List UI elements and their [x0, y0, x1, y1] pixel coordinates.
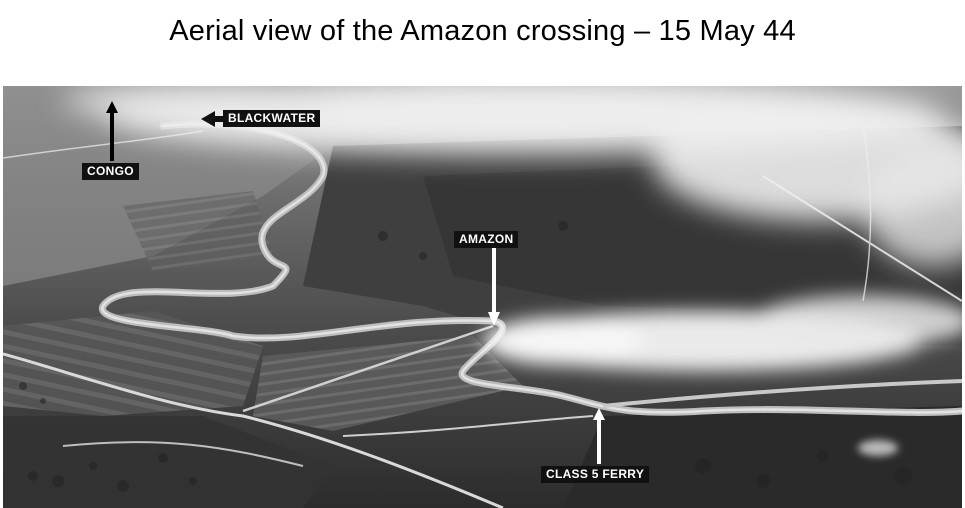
label-congo: CONGO	[82, 163, 139, 180]
page-title: Aerial view of the Amazon crossing – 15 …	[169, 14, 796, 47]
arrow-up-icon	[593, 408, 605, 464]
arrow-down-icon	[488, 248, 500, 326]
label-amazon: AMAZON	[454, 231, 519, 248]
arrow-up-icon	[106, 101, 118, 161]
label-blackwater: BLACKWATER	[223, 110, 321, 127]
label-class-5-ferry: CLASS 5 FERRY	[541, 466, 650, 483]
arrow-left-icon	[201, 111, 227, 127]
aerial-photo: CONGO BLACKWATER AMAZON CLASS 5 FERRY	[3, 86, 962, 508]
